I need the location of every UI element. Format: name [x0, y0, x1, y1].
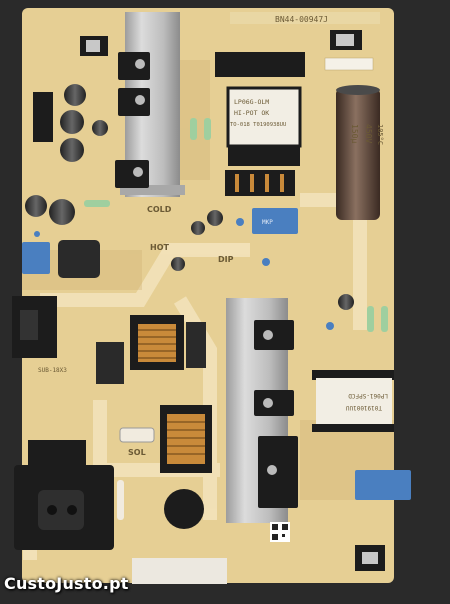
transformer-bottom: LP061-SPFCD T0191001UU	[312, 370, 394, 432]
part-number-label: BN44-00947J	[275, 15, 328, 24]
inductor-left	[58, 240, 100, 278]
connector-bottom-right-slot	[362, 552, 378, 564]
transformer-top-line1: LP06G-OLM	[234, 98, 269, 106]
part-label-strip	[230, 12, 380, 24]
capacitor-label-2: 450V	[364, 124, 373, 143]
heatsink-left-edge	[120, 185, 185, 195]
bulk-capacitor: 150µ 450V 105°C	[336, 85, 384, 220]
connector-left-mid-slot	[20, 310, 38, 340]
fuse	[119, 427, 155, 443]
circuit-board	[22, 8, 394, 583]
sub-label: SUB-18X3	[38, 367, 67, 374]
film-capacitor	[96, 342, 124, 384]
watermark: CustoJusto.pt	[4, 574, 129, 593]
qr-code	[270, 522, 290, 542]
transformer-top: LP06G-OLM HI-POT OK TO-018 T0190938UU	[215, 52, 305, 196]
pfc-coil-lower	[160, 405, 212, 473]
capacitor-label-3: 105°C	[376, 124, 384, 145]
connector-left-top	[33, 92, 53, 142]
transformer-bottom-line1: LP061-SPFCD	[348, 392, 388, 399]
white-sticker	[132, 558, 227, 584]
barcode-sticker	[324, 57, 374, 71]
capacitor-label-1: 150µ	[350, 124, 359, 143]
transformer-top-line2: HI-POT OK	[234, 109, 269, 117]
mosfets-right	[254, 320, 298, 508]
mosfets-left	[115, 52, 150, 188]
cold-label: COLD	[147, 205, 172, 214]
resistors	[84, 118, 388, 520]
connector-top-left-slot	[86, 40, 100, 52]
blue-cap-label: MKP	[262, 219, 273, 226]
transformer-bottom-line2: T0191001UU	[345, 404, 382, 411]
pfc-coil-upper	[130, 315, 206, 370]
ac-inlet	[14, 440, 114, 550]
small-capacitors-left	[25, 84, 354, 310]
blue-components: MKP	[22, 208, 411, 500]
dip-label: DIP	[218, 255, 234, 264]
connector-top-right-slot	[336, 34, 354, 46]
hot-label: HOT	[150, 243, 169, 252]
sol-label: SOL	[128, 448, 146, 457]
transformer-top-line3: TO-018 T0190938UU	[230, 122, 286, 128]
thermistor-round	[164, 489, 204, 529]
